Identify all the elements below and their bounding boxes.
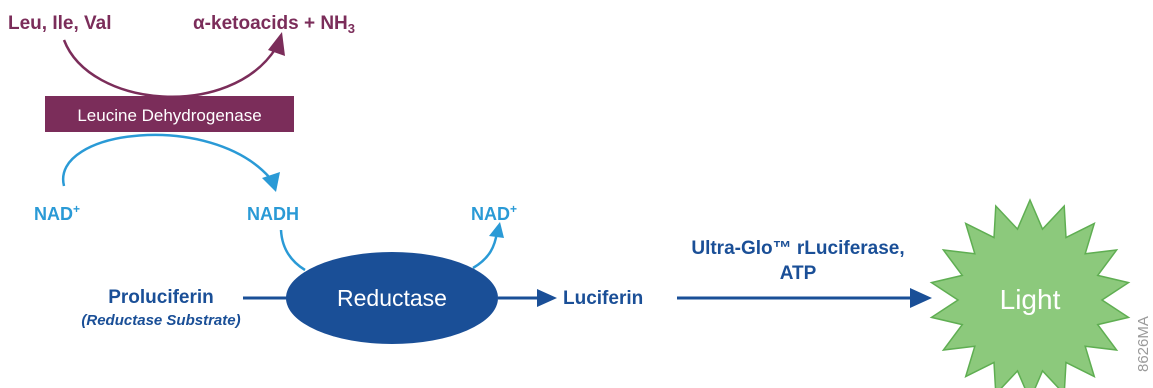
luciferase-label-line2: ATP [780, 263, 817, 284]
luciferin-to-light-arrowhead [910, 288, 932, 308]
nad-right-label: NAD+ [471, 202, 517, 224]
nad-left-label: NAD+ [34, 202, 80, 224]
nad-to-nadh-arrow [61, 133, 271, 187]
substrate-conversion-arrow [62, 39, 278, 98]
leucine-dehydrogenase-label: Leucine Dehydrogenase [77, 106, 261, 125]
light-starburst [929, 198, 1131, 388]
light-label: Light [1000, 284, 1061, 315]
leucine-dehydrogenase-box [45, 96, 294, 132]
nad-right-text: NAD [471, 204, 510, 224]
products-subscript: 3 [348, 21, 355, 36]
nad-to-nadh-arrowhead [262, 172, 280, 192]
products-text: α-ketoacids + NH [193, 13, 348, 34]
substrate-conversion-arrowhead [268, 32, 285, 56]
nad-right-plus: + [510, 202, 517, 216]
substrates-label: Leu, Ile, Val [8, 13, 112, 34]
reductase-label: Reductase [337, 285, 447, 311]
nadh-input-arrow [279, 229, 306, 272]
products-label: α-ketoacids + NH3 [193, 13, 355, 36]
nad-output-arrowhead [489, 222, 504, 238]
nad-left-text: NAD [34, 204, 73, 224]
nadh-label: NADH [247, 204, 299, 224]
proluciferin-label: Proluciferin [108, 287, 214, 308]
reductase-to-luciferin-arrowhead [537, 289, 557, 307]
luciferin-label: Luciferin [563, 288, 643, 309]
nad-output-arrow [472, 231, 499, 270]
reductase-ellipse [286, 252, 498, 344]
nad-left-plus: + [73, 202, 80, 216]
figure-code: 8626MA [1135, 316, 1152, 372]
luciferase-label-line1: Ultra-Glo™ rLuciferase, [691, 238, 904, 259]
proluciferin-note: (Reductase Substrate) [81, 312, 240, 329]
